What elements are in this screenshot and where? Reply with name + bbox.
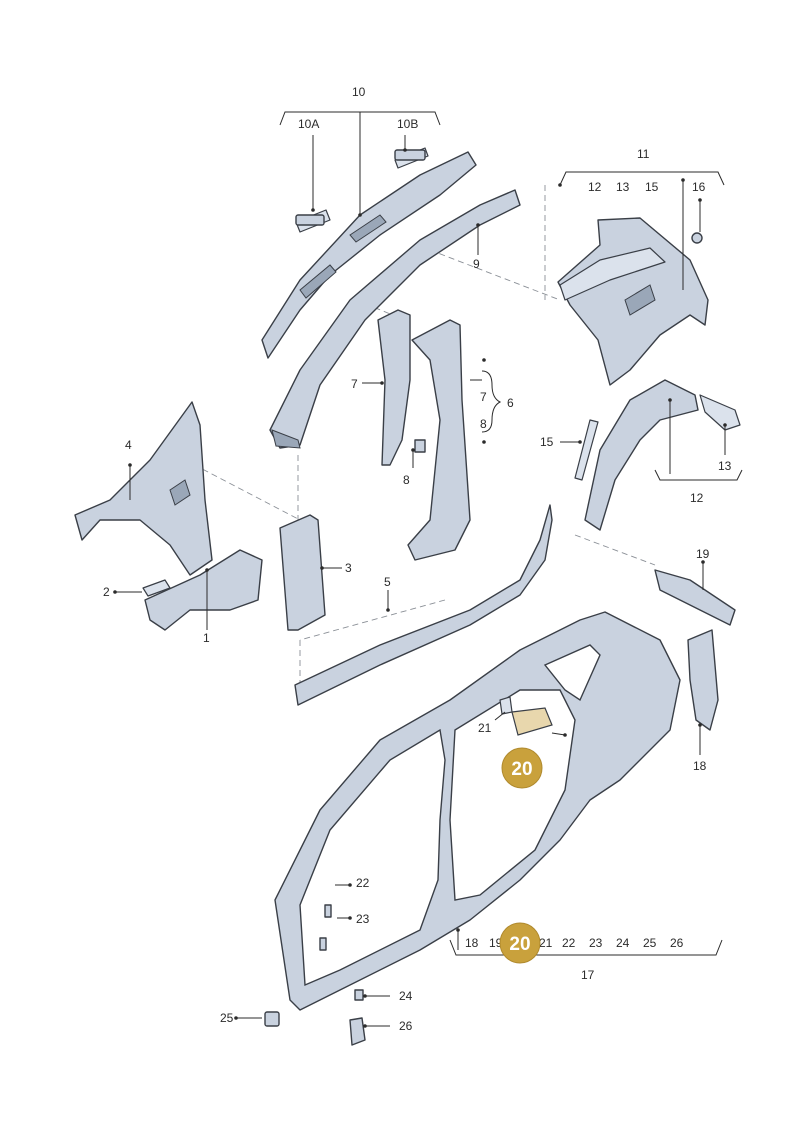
label-17-sub-22: 22	[562, 936, 576, 950]
part-19-rear-bracket	[654, 569, 736, 626]
label-12: 12	[690, 491, 704, 505]
label-7-left: 7	[351, 377, 358, 391]
label-1: 1	[203, 631, 210, 645]
label-23: 23	[356, 912, 370, 926]
label-11-sub-15: 15	[645, 180, 659, 194]
badge-20-upper-label: 20	[511, 759, 532, 780]
part-1-lower-bracket	[142, 549, 263, 631]
label-21: 21	[478, 721, 492, 735]
label-17: 17	[581, 968, 595, 982]
label-25: 25	[220, 1011, 234, 1025]
label-4: 4	[125, 438, 132, 452]
label-17-sub-26: 26	[670, 936, 684, 950]
part-9-a-pillar	[269, 189, 521, 449]
label-17-sub-19: 19	[489, 936, 503, 950]
label-10a: 10A	[298, 117, 319, 131]
label-17-sub-25: 25	[643, 936, 657, 950]
leader-lines	[115, 111, 743, 1027]
label-17-sub-18: 18	[465, 936, 479, 950]
label-26: 26	[399, 1019, 413, 1033]
label-8-left: 8	[403, 473, 410, 487]
label-2: 2	[103, 585, 110, 599]
label-9: 9	[473, 257, 480, 271]
label-19: 19	[696, 547, 710, 561]
label-18: 18	[693, 759, 707, 773]
label-10: 10	[352, 85, 366, 99]
part-7-b-pillar-inner	[377, 309, 411, 466]
small-fasteners	[264, 149, 703, 1046]
highlight-badge-20-lower: 20	[499, 922, 541, 964]
label-11-sub-12: 12	[588, 180, 602, 194]
part-20-highlighted	[499, 696, 553, 736]
label-11-sub-13: 13	[616, 180, 630, 194]
label-5: 5	[384, 575, 391, 589]
callout-labels: 10 10A 10B 9 11 12 13 15 16 4 2 1 3 7 8 …	[103, 85, 732, 1033]
label-17-sub-21: 21	[539, 936, 553, 950]
part-4-front-inner-panel	[74, 401, 213, 576]
highlight-badge-20-upper: 20	[501, 747, 543, 789]
leader-dots	[113, 148, 727, 1028]
part-5-sill	[294, 504, 553, 706]
label-16: 16	[692, 180, 706, 194]
part-17-side-panel	[274, 611, 681, 1011]
label-17-sub-24: 24	[616, 936, 630, 950]
label-10b: 10B	[397, 117, 418, 131]
label-17-sub-23: 23	[589, 936, 603, 950]
part-6-b-pillar-outer	[407, 319, 471, 561]
label-24: 24	[399, 989, 413, 1003]
label-8-right: 8	[480, 417, 487, 431]
label-3: 3	[345, 561, 352, 575]
part-12-wheel-arch	[574, 379, 741, 531]
badge-20-lower-label: 20	[509, 934, 530, 955]
label-15: 15	[540, 435, 554, 449]
label-6: 6	[507, 396, 514, 410]
part-3-pillar-base	[279, 514, 326, 631]
label-11: 11	[637, 147, 650, 161]
label-22: 22	[356, 876, 370, 890]
label-7-right: 7	[480, 390, 487, 404]
label-13: 13	[718, 459, 732, 473]
part-11-rear-inner-panel	[557, 217, 709, 386]
part-18-rear-end-piece	[687, 629, 719, 731]
